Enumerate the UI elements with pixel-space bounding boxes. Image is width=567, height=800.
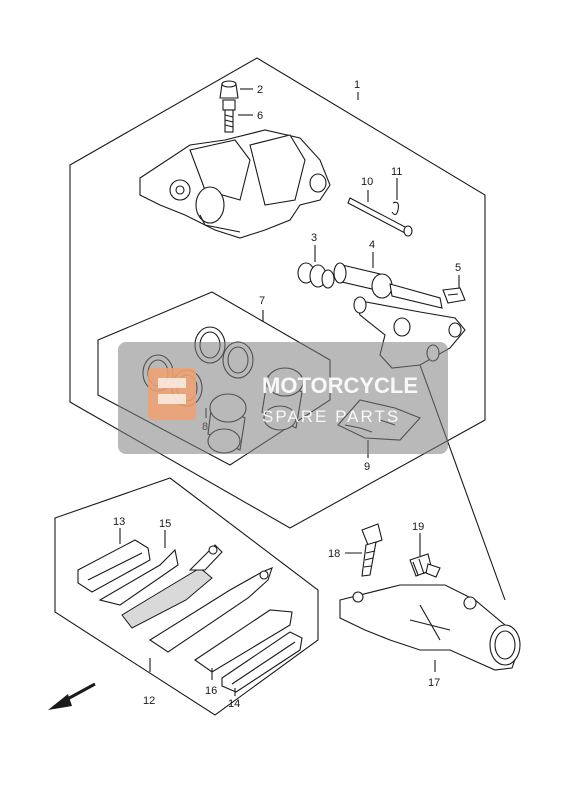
callout-5: 5 [455, 262, 461, 274]
brake-pad-15 [98, 544, 223, 629]
bolt-19 [409, 553, 441, 578]
watermark-logo [148, 368, 196, 420]
caliper-body [139, 129, 331, 239]
caliper-bracket [339, 584, 521, 671]
pad-pin [347, 197, 413, 237]
watermark-title: MOTORCYCLE [262, 373, 418, 398]
callout-16: 16 [205, 685, 217, 697]
arrow-icon [48, 682, 96, 710]
callout-4: 4 [369, 239, 375, 251]
callout-7: 7 [259, 295, 265, 307]
callout-12: 12 [143, 695, 155, 707]
callout-15: 15 [159, 518, 171, 530]
bleeder-cap [219, 80, 239, 99]
callout-17: 17 [428, 677, 440, 689]
callout-1: 1 [354, 79, 360, 91]
callout-14: 14 [228, 698, 240, 710]
bleeder-valve [222, 99, 236, 133]
caliper-assembly-outline [69, 57, 486, 529]
watermark-subtitle: SPARE PARTS [262, 407, 400, 426]
callout-11: 11 [391, 166, 402, 178]
dust-boot [297, 262, 335, 289]
callout-19: 19 [412, 521, 424, 533]
callout-2: 2 [257, 84, 263, 96]
callouts: 1 2 6 3 4 5 7 10 11 8 9 12 13 15 16 14 1… [113, 79, 461, 710]
brake-pad-shim-13 [77, 539, 151, 593]
callout-9: 9 [364, 461, 370, 473]
callout-6: 6 [257, 110, 263, 122]
callout-10: 10 [361, 176, 373, 188]
pin-clip [391, 201, 399, 216]
brake-pad-shim-14 [221, 631, 303, 693]
pad-set-outline [54, 477, 319, 716]
callout-3: 3 [311, 232, 317, 244]
brake-pad-16 [148, 567, 293, 673]
callout-18: 18 [328, 548, 340, 560]
bolt-18 [361, 523, 383, 577]
retainer-clip [442, 287, 466, 304]
callout-13: 13 [113, 516, 125, 528]
watermark: MOTORCYCLE SPARE PARTS [118, 342, 448, 454]
